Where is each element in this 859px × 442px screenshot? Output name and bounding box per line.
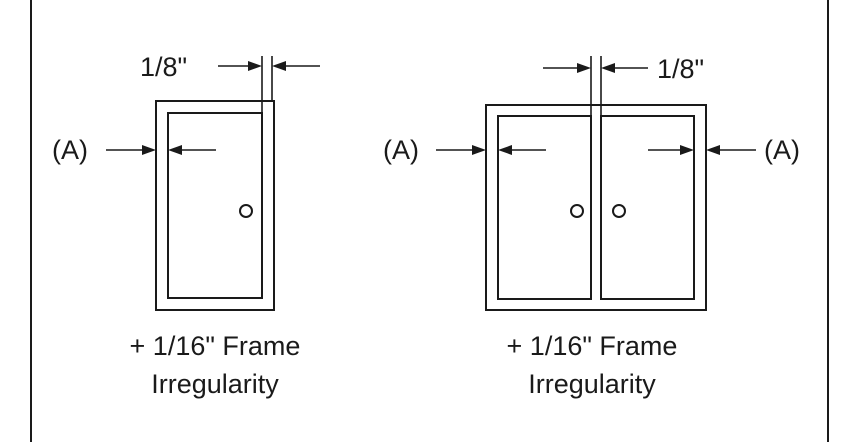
double-left-side-label: (A) bbox=[383, 135, 419, 165]
double-door-figure: 1/8" (A) (A) + 1/16" Frame Irregularity bbox=[383, 54, 800, 399]
double-door-left-leaf bbox=[497, 115, 592, 300]
double-door-left-knob bbox=[570, 204, 584, 218]
single-side-arrow-in bbox=[106, 145, 156, 155]
double-caption-line1: + 1/16" Frame bbox=[507, 331, 678, 361]
double-right-side-arrow-out bbox=[706, 145, 756, 155]
double-door-right-leaf bbox=[600, 115, 695, 300]
double-left-side-arrow-out bbox=[498, 145, 546, 155]
single-door-leaf bbox=[167, 112, 263, 299]
double-door-right-knob bbox=[612, 204, 626, 218]
single-caption-line1: + 1/16" Frame bbox=[130, 331, 301, 361]
single-caption-line2: Irregularity bbox=[151, 369, 279, 399]
double-left-side-arrow-in bbox=[436, 145, 486, 155]
single-gap-label: 1/8" bbox=[140, 52, 187, 82]
double-right-side-arrow-in bbox=[648, 145, 694, 155]
single-door-figure: 1/8" (A) + 1/16" Frame Irregularity bbox=[52, 52, 320, 399]
single-side-label: (A) bbox=[52, 135, 88, 165]
double-right-side-label: (A) bbox=[764, 135, 800, 165]
double-caption-line2: Irregularity bbox=[528, 369, 656, 399]
single-door-frame bbox=[155, 100, 275, 311]
double-gap-arrow-left bbox=[543, 63, 591, 73]
double-gap-arrow-right bbox=[601, 63, 648, 73]
double-door-frame bbox=[485, 104, 707, 311]
single-door-knob bbox=[239, 204, 253, 218]
single-side-arrow-out bbox=[168, 145, 216, 155]
double-gap-label: 1/8" bbox=[657, 54, 704, 84]
single-gap-arrow-right bbox=[272, 61, 320, 71]
single-gap-arrow-left bbox=[218, 61, 262, 71]
